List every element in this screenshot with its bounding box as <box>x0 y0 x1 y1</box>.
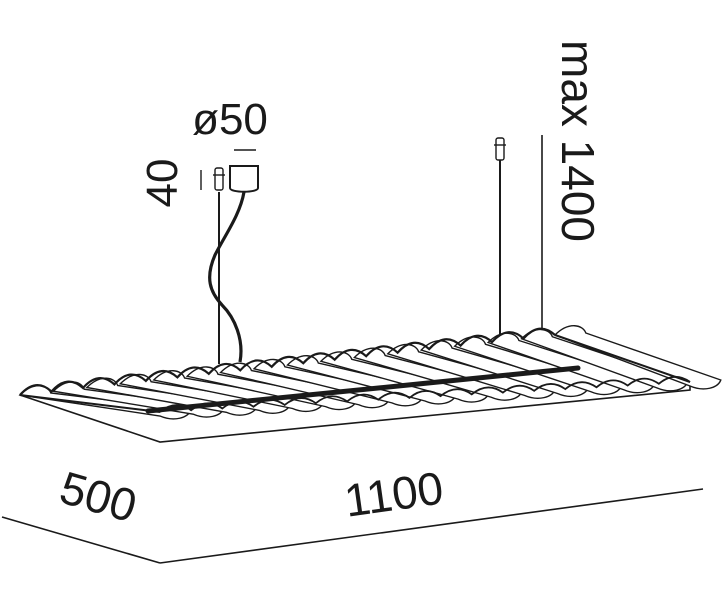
base-dimension-lines <box>1 488 704 564</box>
suspension-cables <box>208 160 501 364</box>
canopy-diameter-label: ø50 <box>192 95 268 144</box>
width-dimension-line <box>1 516 161 564</box>
panel-right-end <box>554 334 691 383</box>
panel-back-edge <box>159 375 691 413</box>
panel-slat <box>553 325 722 390</box>
cable-grippers <box>213 137 506 191</box>
power-cord <box>208 191 246 363</box>
lamp-body <box>18 325 722 443</box>
canopy-height-label: 40 <box>138 159 187 208</box>
length-dimension-line <box>159 488 704 564</box>
max-suspension-label: max 1400 <box>552 40 604 242</box>
panel-front-edge <box>19 327 556 396</box>
width-label: 500 <box>54 461 142 532</box>
left-gripper <box>214 167 224 191</box>
right-gripper <box>495 137 505 161</box>
length-label: 1100 <box>341 462 446 527</box>
central-rail <box>145 365 581 414</box>
ceiling-canopy <box>200 149 259 193</box>
panel-left-end <box>19 394 161 413</box>
